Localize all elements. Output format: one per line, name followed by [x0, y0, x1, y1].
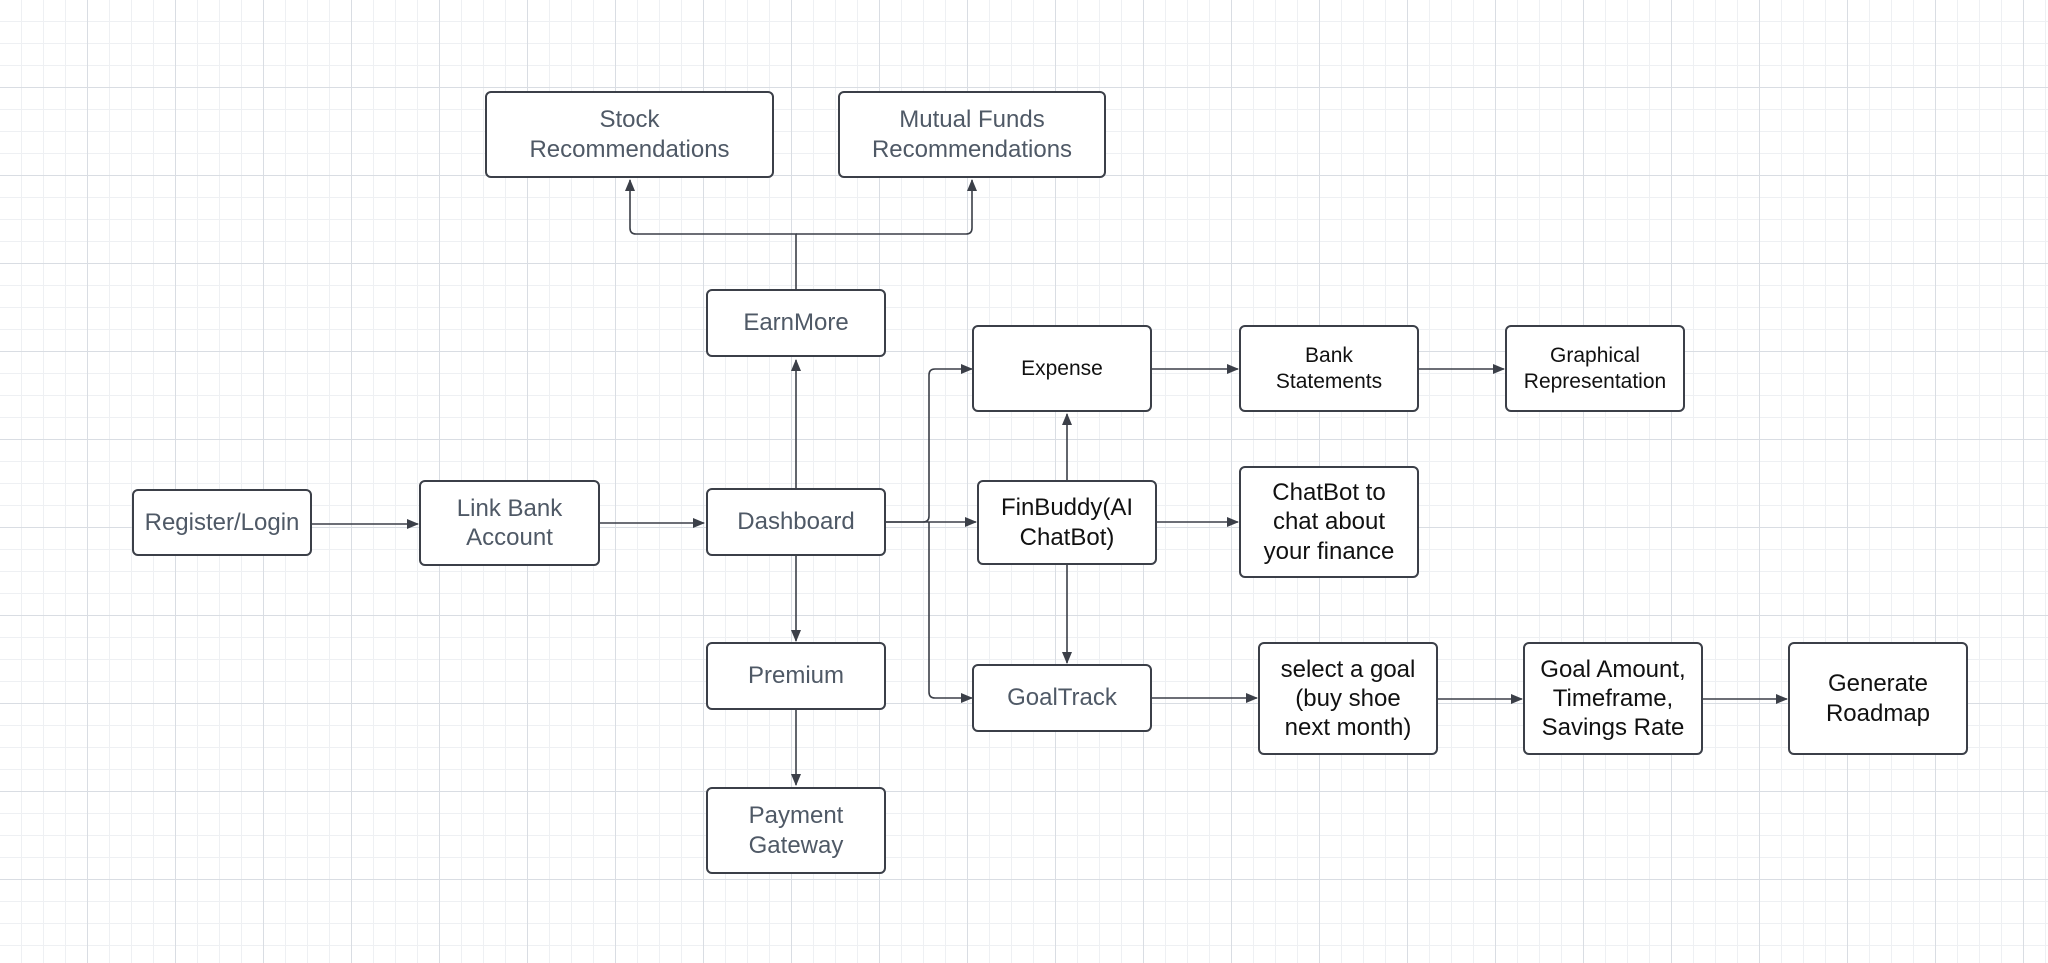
select-goal-node[interactable]: select a goal (buy shoe next month)	[1258, 642, 1438, 755]
payment-gateway-node[interactable]: Payment Gateway	[706, 787, 886, 874]
expense-node[interactable]: Expense	[972, 325, 1152, 412]
dashboard-node[interactable]: Dashboard	[706, 488, 886, 556]
premium-node[interactable]: Premium	[706, 642, 886, 710]
goaltrack-node[interactable]: GoalTrack	[972, 664, 1152, 732]
edge-earnmore-to-stock	[625, 179, 797, 289]
mutual-funds-recommendations-node[interactable]: Mutual Funds Recommendations	[838, 91, 1106, 178]
edge-dashboard-to-goaltrack	[928, 522, 973, 703]
graphical-representation-node[interactable]: Graphical Representation	[1505, 325, 1685, 412]
earnmore-node[interactable]: EarnMore	[706, 289, 886, 357]
link-bank-account-node[interactable]: Link Bank Account	[419, 480, 600, 566]
edge-earnmore-to-mutual	[796, 179, 977, 235]
generate-roadmap-node[interactable]: Generate Roadmap	[1788, 642, 1968, 755]
bank-statements-node[interactable]: Bank Statements	[1239, 325, 1419, 412]
chatbot-description-node[interactable]: ChatBot to chat about your finance	[1239, 466, 1419, 578]
stock-recommendations-node[interactable]: Stock Recommendations	[485, 91, 774, 178]
register-login-node[interactable]: Register/Login	[132, 489, 312, 556]
edge-dashboard-to-expense	[886, 364, 973, 523]
finbuddy-ai-chatbot-node[interactable]: FinBuddy(AI ChatBot)	[977, 480, 1157, 565]
goal-amount-node[interactable]: Goal Amount, Timeframe, Savings Rate	[1523, 642, 1703, 755]
